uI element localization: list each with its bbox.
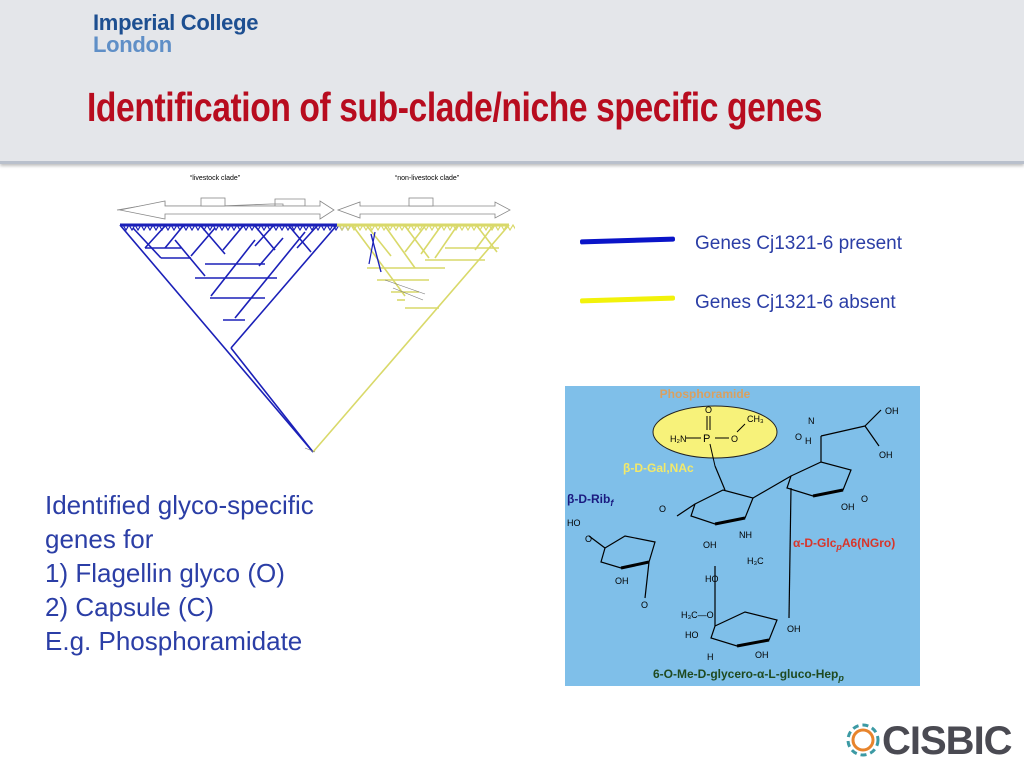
svg-text:P: P <box>703 433 710 445</box>
legend-absent-label: Genes Cj1321-6 absent <box>695 292 896 313</box>
svg-text:OH: OH <box>787 624 801 634</box>
body-line-3: 1) Flagellin glyco (O) <box>45 558 285 588</box>
slide-title: Identification of sub-clade/niche specif… <box>87 84 823 130</box>
phosphoramide-label: Phosphoramide <box>660 387 751 401</box>
svg-text:O: O <box>641 600 648 610</box>
logo-line-1: Imperial College <box>93 10 259 35</box>
svg-text:OH: OH <box>841 502 855 512</box>
body-line-1: Identified glyco-specific <box>45 490 314 520</box>
legend-present-label: Genes Cj1321-6 present <box>695 233 903 254</box>
svg-text:HO: HO <box>685 630 699 640</box>
svg-text:H: H <box>707 652 714 662</box>
phosphoramide-atoms: H₂N P O O CH₃ <box>670 405 764 445</box>
svg-text:OH: OH <box>755 650 769 660</box>
svg-text:O: O <box>659 504 666 514</box>
body-line-5: E.g. Phosphoramidate <box>45 626 303 656</box>
hep-label-main: 6-O-Me-D-glycero-α-L-gluco-Hep <box>653 667 838 681</box>
absent-subtree <box>312 223 515 453</box>
svg-text:H₃C: H₃C <box>747 556 764 566</box>
imperial-college-logo: Imperial College London <box>93 12 258 56</box>
glc-label-sub: p <box>835 542 842 552</box>
svg-text:OH: OH <box>615 576 629 586</box>
sugar-rings <box>588 409 882 648</box>
svg-text:O: O <box>585 534 592 544</box>
hep-label-sub: p <box>837 673 844 683</box>
glc-label-tail: A6(NGro) <box>842 536 895 550</box>
tree-hatching <box>304 279 426 453</box>
svg-text:NH: NH <box>739 530 752 540</box>
svg-text:HO: HO <box>567 518 581 528</box>
svg-text:OH: OH <box>885 406 899 416</box>
legend-absent-line <box>579 295 676 304</box>
gal-label: β-D-Gal,NAc <box>623 461 694 475</box>
left-clade-label: “livestock clade” <box>190 175 241 182</box>
cisbic-wordmark: CISBIC <box>882 719 1013 763</box>
legend-present-line <box>579 236 676 245</box>
svg-text:OH: OH <box>703 540 717 550</box>
phylogenetic-tree-diagram: “livestock clade” “non-livestock clade” <box>116 175 515 453</box>
body-line-2: genes for <box>45 524 154 554</box>
rib-label: β-D-Ribf <box>567 492 614 508</box>
svg-text:H₂N: H₂N <box>670 434 687 444</box>
svg-text:O: O <box>795 432 802 442</box>
body-text: Identified glyco-specific genes for 1) F… <box>45 488 314 658</box>
left-clade-arrow <box>116 197 335 220</box>
svg-text:O: O <box>731 434 738 444</box>
svg-text:O: O <box>861 494 868 504</box>
header-band: Imperial College London Identification o… <box>0 0 1024 164</box>
svg-text:H: H <box>805 436 812 446</box>
svg-text:H₃C—O: H₃C—O <box>681 610 714 620</box>
glc-label: α-D-GlcpA6(NGro) <box>793 536 895 552</box>
cisbic-logo-icon <box>846 723 880 757</box>
svg-text:HO: HO <box>705 574 719 584</box>
present-subtree <box>119 223 352 453</box>
svg-text:O: O <box>705 405 712 415</box>
glc-label-main: α-D-Glc <box>793 536 837 550</box>
body-line-4: 2) Capsule (C) <box>45 592 215 622</box>
right-clade-arrow <box>336 197 511 219</box>
svg-text:OH: OH <box>879 450 893 460</box>
glycan-structure-figure: Phosphoramide H₂N P O O CH₃ β-D-Gal,NAc β-D… <box>565 386 920 686</box>
phosphoramide-group <box>686 416 746 467</box>
rib-label-sub: f <box>610 498 614 508</box>
svg-text:CH₃: CH₃ <box>747 414 764 424</box>
right-clade-label: “non-livestock clade” <box>395 175 460 182</box>
svg-text:N: N <box>808 416 815 426</box>
logo-line-2: London <box>93 32 172 57</box>
hep-label: 6-O-Me-D-glycero-α-L-gluco-Hepp <box>653 667 844 683</box>
rib-label-main: β-D-Rib <box>567 492 610 506</box>
phosphoramide-highlight <box>652 405 778 459</box>
